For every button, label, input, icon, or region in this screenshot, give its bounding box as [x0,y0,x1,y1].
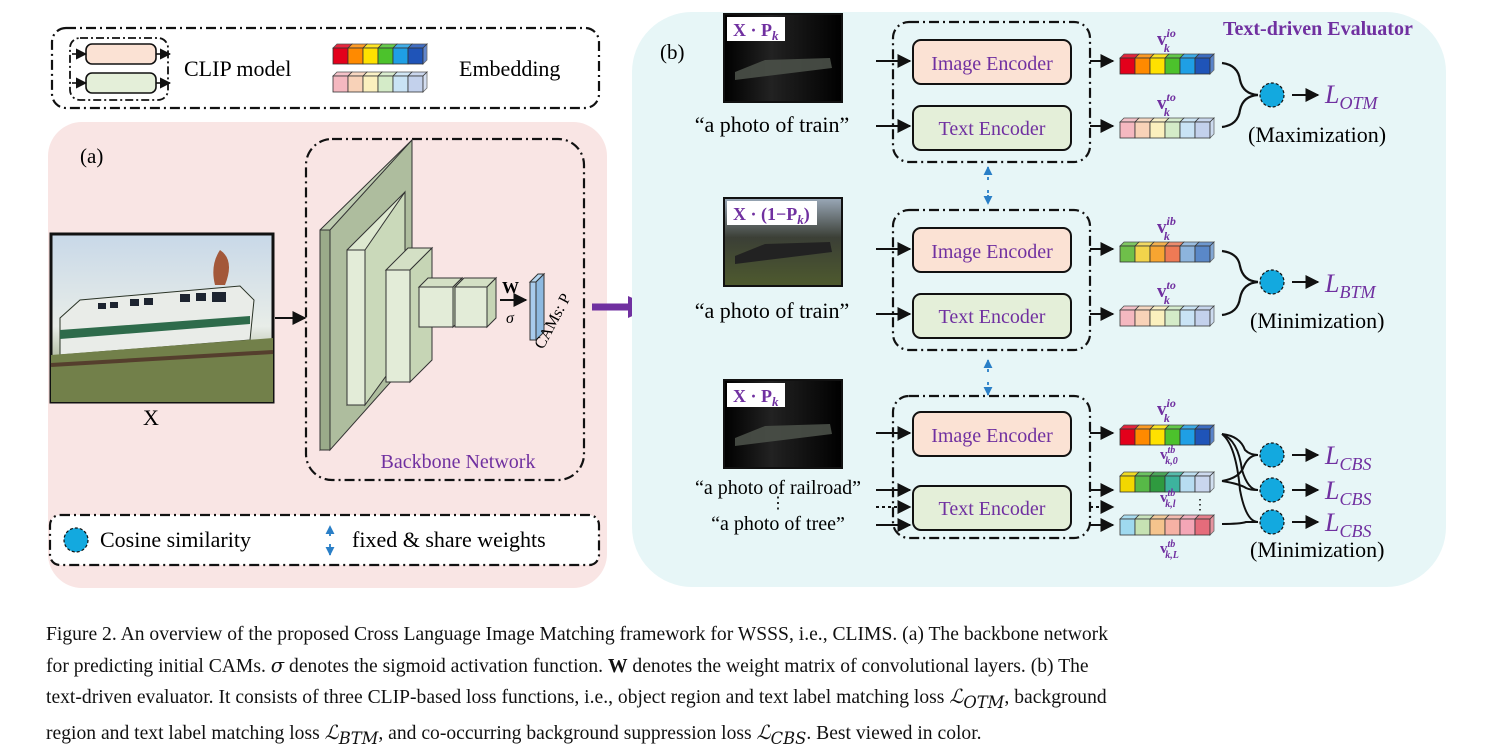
embed-vto-2 [1119,305,1215,327]
loss-cbs-3: LCBS [1324,508,1371,541]
masked-image-2: X · (1−Pk) [723,197,843,287]
svg-text:Text Encoder: Text Encoder [939,118,1046,140]
embed-vtb-0 [1119,471,1215,493]
row-cbs: X · Pk “a photo of railroad” ⋮ “a photo … [695,379,1384,562]
legend-embedding-bars [332,43,428,93]
cosine-3c [1259,509,1285,535]
cosine-3b [1259,477,1285,503]
caption-line-1: Figure 2. An overview of the proposed Cr… [46,624,1108,645]
prompt-train-1: “a photo of train” [695,112,850,137]
panel-a-label: (a) [80,144,103,168]
figure-caption: Figure 2. An overview of the proposed Cr… [46,620,1446,755]
svg-text:Image Encoder: Image Encoder [931,425,1053,447]
embed-vib-2 [1119,241,1215,263]
text-encoder-3 [912,485,1072,531]
image-encoder-1 [912,39,1072,85]
text-encoder-1 [912,105,1072,151]
loss-cbs-1: LCBS [1324,441,1371,474]
text-encoder-2 [912,293,1072,339]
conv-block-5 [453,276,498,329]
goal-1: (Maximization) [1248,122,1386,147]
legend-clip-label: CLIP model [184,56,291,81]
loss-cbs-2: LCBS [1324,476,1371,509]
image-encoder-2 [912,227,1072,273]
svg-text:Image Encoder: Image Encoder [931,53,1053,75]
input-x-label: X [143,405,159,430]
row-otm: X · Pk “a photo of train” Image Encoder … [695,13,1386,164]
svg-text:X · (1−Pk): X · (1−Pk) [733,204,810,227]
masked-image-1: X · Pk [723,13,843,103]
cam-slab [528,272,546,342]
image-encoder-3 [912,411,1072,457]
sigma-label: σ [506,310,515,327]
cosine-legend-icon [63,527,89,553]
panel-a: (a) X Backbone Network [48,122,607,588]
legend-fixed-label: fixed & share weights [352,527,546,552]
input-train-image [49,232,275,404]
embedding-bar-pale [332,71,428,93]
caption-line-4: region and text label matching loss ℒBTM… [46,721,982,749]
caption-line-2: for predicting initial CAMs. σ denotes t… [46,653,1089,677]
svg-text:Image Encoder: Image Encoder [931,241,1053,263]
legend-embedding-label: Embedding [459,56,560,81]
masked-image-3: X · Pk [723,379,843,469]
legend-cosine-label: Cosine similarity [100,527,251,552]
panel-b: (b) Text-driven Evaluator X · Pk “a phot… [632,12,1446,587]
embed-vtb-L [1119,514,1215,536]
embed-vto-1 [1119,117,1215,139]
svg-text:Text Encoder: Text Encoder [939,498,1046,520]
prompt-tree: “a photo of tree” [711,513,845,535]
panel-b-label: (b) [660,40,685,64]
prompt-railroad: “a photo of railroad” [695,477,861,499]
embed-vio-3 [1119,424,1215,446]
loss-btm: LBTM [1324,269,1376,302]
prompt-train-2: “a photo of train” [695,298,850,323]
cosine-3a [1259,442,1285,468]
backbone-label: Backbone Network [381,451,536,473]
svg-text:X · Pk: X · Pk [733,20,779,43]
svg-text:X · Pk: X · Pk [733,386,779,409]
cosine-1 [1259,82,1285,108]
legend-top: CLIP model Embedding [50,26,601,110]
embed-vio-1 [1119,53,1215,75]
embedding-bar-vivid [332,43,428,65]
goal-3: (Minimization) [1250,537,1384,562]
caption-line-3: text-driven evaluator. It consists of th… [46,685,1107,712]
loss-otm: LOTM [1324,80,1378,113]
svg-text:⋮: ⋮ [1193,498,1207,513]
legend-bottom: Cosine similarity fixed & share weights [48,513,601,567]
svg-text:⋮: ⋮ [770,495,786,512]
svg-text:Text Encoder: Text Encoder [939,306,1046,328]
figure-diagram: CLIP model Embedding (a) X Backbone Net [48,12,1446,588]
row-btm: X · (1−Pk) “a photo of train” Image Enco… [695,197,1384,352]
cosine-2 [1259,269,1285,295]
goal-2: (Minimization) [1250,308,1384,333]
w-label: W [502,278,519,297]
evaluator-title: Text-driven Evaluator [1223,18,1413,40]
